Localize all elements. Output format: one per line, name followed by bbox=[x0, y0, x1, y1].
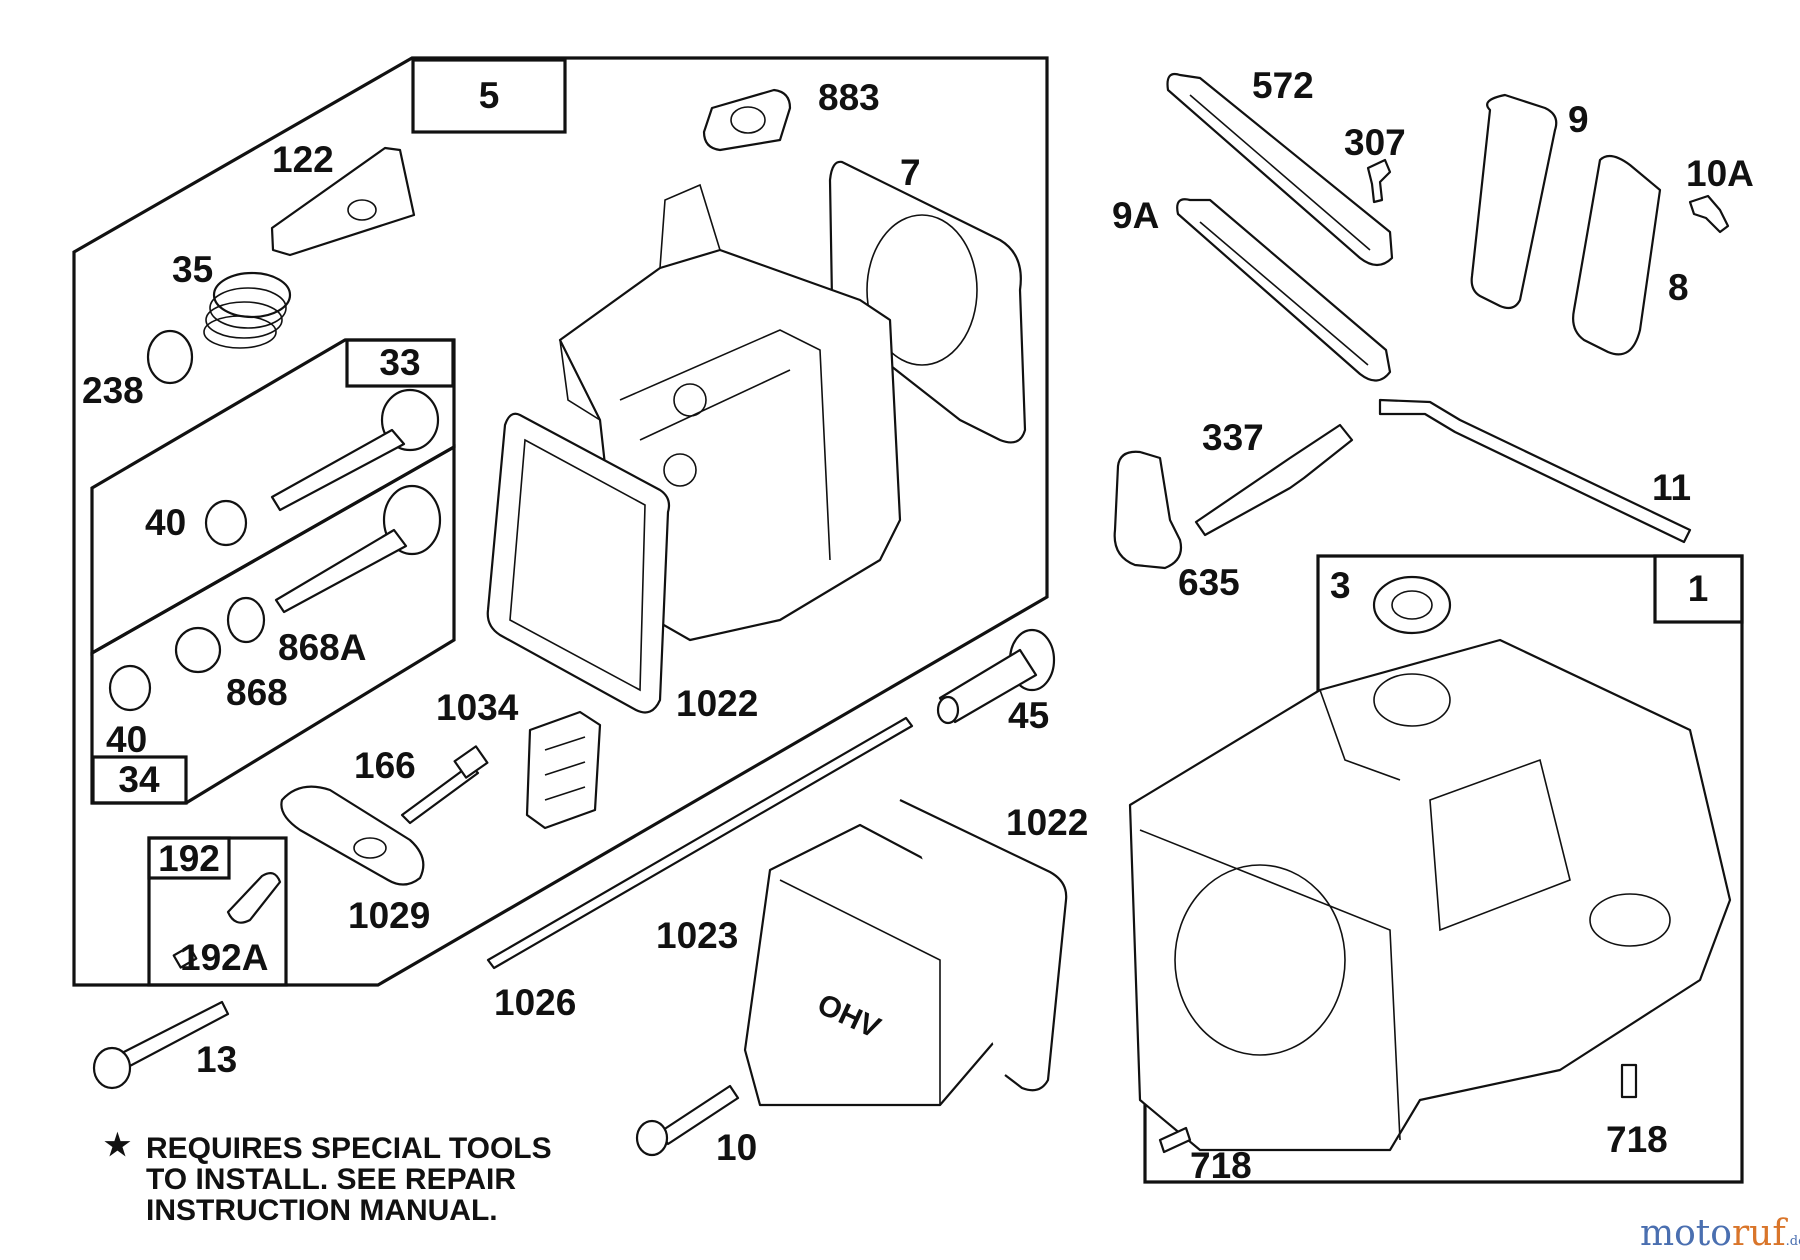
part-238-cap bbox=[146, 329, 194, 385]
part-11-tube bbox=[1378, 398, 1692, 544]
part-192A-screw bbox=[172, 945, 198, 969]
part-valve-lower bbox=[274, 484, 442, 614]
callout-1034: 1034 bbox=[436, 687, 519, 728]
part-10A-screw bbox=[1688, 194, 1730, 234]
callout-192A: 192A bbox=[180, 937, 268, 978]
callout-166: 166 bbox=[354, 745, 416, 786]
callout-40-upper: 40 bbox=[145, 502, 186, 543]
part-166-stud bbox=[400, 763, 480, 825]
callout-10A: 10A bbox=[1686, 153, 1754, 194]
callout-8: 8 bbox=[1668, 267, 1689, 308]
part-1022-gasket-upper bbox=[486, 412, 671, 714]
part-1022-gasket-lower bbox=[899, 799, 1068, 1092]
part-9A-gasket bbox=[1176, 198, 1392, 382]
label-1: 1 bbox=[1688, 568, 1709, 609]
part-45-tube bbox=[936, 628, 1056, 725]
callout-1026: 1026 bbox=[494, 982, 576, 1023]
part-crankcase bbox=[1128, 638, 1732, 1152]
callout-572: 572 bbox=[1252, 65, 1314, 106]
callout-35: 35 bbox=[172, 249, 213, 290]
part-3-seal bbox=[1372, 575, 1452, 635]
part-10-bolt bbox=[635, 1084, 740, 1157]
callout-883: 883 bbox=[818, 77, 880, 118]
part-868A-washer bbox=[226, 596, 266, 644]
part-122-spacer bbox=[270, 146, 416, 257]
note-line-2: TO INSTALL. SEE REPAIR bbox=[146, 1163, 516, 1196]
note-line-1: REQUIRES SPECIAL TOOLS bbox=[146, 1132, 552, 1165]
label-34: 34 bbox=[118, 759, 160, 800]
part-337-spark-plug bbox=[1194, 423, 1354, 537]
part-40-keeper-lower bbox=[108, 664, 152, 712]
part-13-bolt bbox=[92, 1000, 230, 1090]
box-34 bbox=[91, 755, 188, 805]
callout-337: 337 bbox=[1202, 417, 1264, 458]
note-star-icon: ★ bbox=[104, 1129, 131, 1162]
callout-718-right: 718 bbox=[1606, 1119, 1668, 1160]
callout-10: 10 bbox=[716, 1127, 757, 1168]
part-192-pivot bbox=[226, 872, 282, 924]
part-718-pin-right bbox=[1620, 1063, 1638, 1099]
part-valve-upper bbox=[270, 388, 440, 512]
label-5: 5 bbox=[479, 75, 500, 116]
callout-635: 635 bbox=[1178, 562, 1240, 603]
callout-122: 122 bbox=[272, 139, 334, 180]
callout-238: 238 bbox=[82, 370, 144, 411]
callout-1023: 1023 bbox=[656, 915, 738, 956]
part-1034-plate bbox=[525, 710, 602, 830]
callout-3: 3 bbox=[1330, 565, 1351, 606]
note-line-3: INSTRUCTION MANUAL. bbox=[146, 1194, 498, 1227]
box-1 bbox=[1653, 554, 1744, 624]
part-35-spring bbox=[203, 271, 292, 349]
label-33: 33 bbox=[379, 342, 420, 383]
callout-307: 307 bbox=[1344, 122, 1406, 163]
callout-1029: 1029 bbox=[348, 895, 430, 936]
callout-9: 9 bbox=[1568, 99, 1589, 140]
group-33-frame bbox=[90, 338, 456, 656]
callout-868: 868 bbox=[226, 672, 288, 713]
callout-718-left: 718 bbox=[1190, 1145, 1252, 1186]
part-718-pin-left bbox=[1158, 1126, 1192, 1154]
part-1026-push-rod bbox=[486, 716, 914, 970]
callout-1022-upper: 1022 bbox=[676, 683, 758, 724]
part-572-gasket bbox=[1166, 72, 1394, 267]
callout-13: 13 bbox=[196, 1039, 237, 1080]
box-192 bbox=[147, 836, 231, 880]
label-192: 192 bbox=[158, 838, 220, 879]
box-5 bbox=[411, 58, 567, 134]
part-8-cover bbox=[1572, 154, 1662, 356]
callout-868A: 868A bbox=[278, 627, 366, 668]
callout-7: 7 bbox=[900, 152, 921, 193]
part-868-seal bbox=[174, 626, 222, 674]
part-307-screw bbox=[1366, 158, 1392, 204]
callout-1022-lower: 1022 bbox=[1006, 802, 1088, 843]
part-635-boot bbox=[1113, 450, 1183, 570]
part-883-gasket bbox=[702, 88, 792, 152]
watermark: motoruf.de bbox=[1640, 1213, 1800, 1254]
callout-9A: 9A bbox=[1112, 195, 1159, 236]
part-1029-rocker-arm bbox=[280, 785, 425, 886]
part-9-gasket bbox=[1470, 93, 1558, 310]
callout-40-lower: 40 bbox=[106, 719, 147, 760]
callout-45: 45 bbox=[1008, 695, 1049, 736]
callout-11: 11 bbox=[1652, 467, 1691, 508]
box-33 bbox=[345, 338, 455, 388]
group-5-frame bbox=[72, 56, 1049, 987]
part-7-head-gasket bbox=[828, 160, 1027, 444]
part-40-keeper-upper bbox=[204, 499, 248, 547]
